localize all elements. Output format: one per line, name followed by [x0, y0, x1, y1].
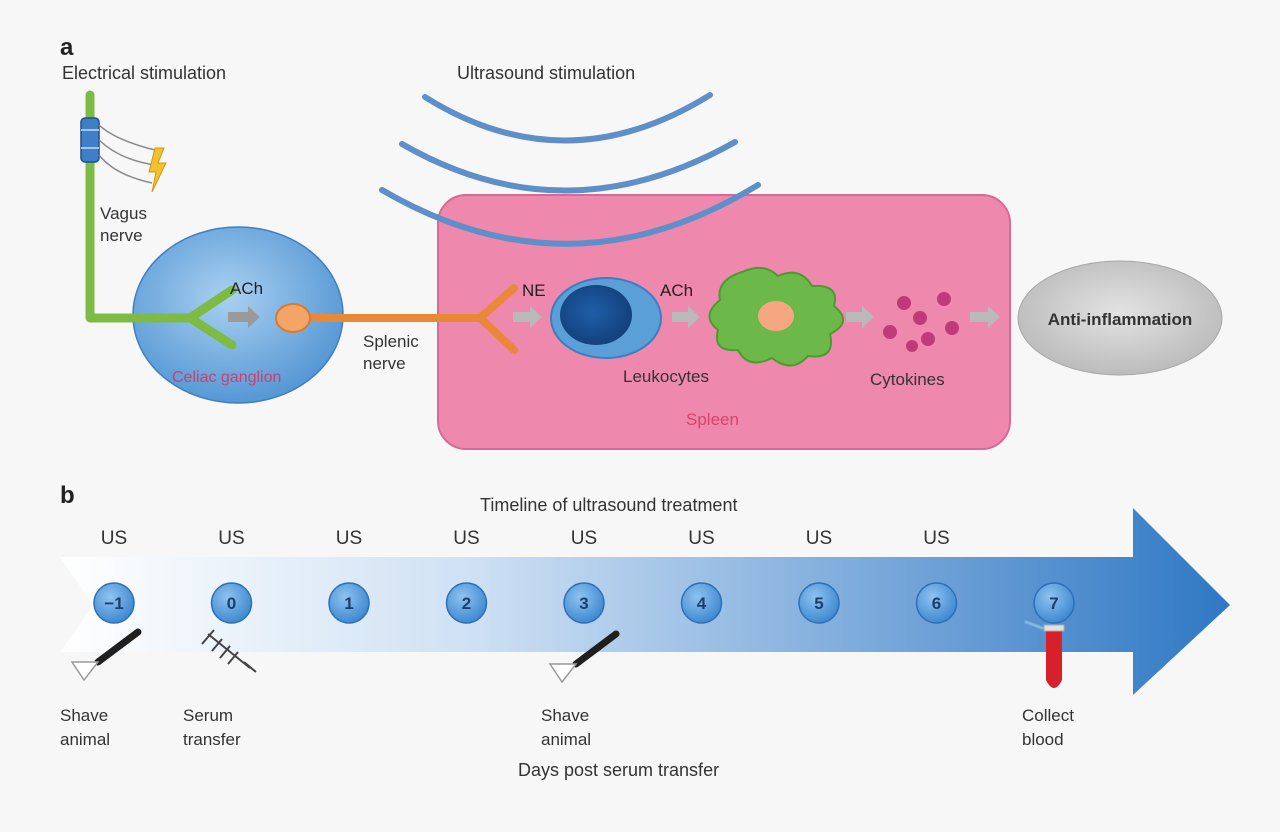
splenic-label-line2: nerve	[363, 354, 406, 373]
electrical-stimulation-label: Electrical stimulation	[62, 63, 226, 83]
panel-a-letter: a	[60, 34, 74, 61]
day-circles: −1 0 1 2 3 4 5 6 7	[93, 582, 1075, 624]
shave-animal-label-line1: Shave	[60, 706, 108, 725]
day-number: 7	[1049, 594, 1058, 613]
us-label: US	[688, 528, 714, 549]
collect-blood-label-line1: Collect	[1022, 706, 1074, 725]
spleen-label: Spleen	[686, 410, 739, 429]
ne-label: NE	[522, 281, 546, 300]
anti-inflammation-label: Anti-inflammation	[1048, 310, 1193, 329]
shave-animal-2-label-line1: Shave	[541, 706, 589, 725]
ultrasound-wave-icon	[379, 92, 761, 247]
collect-blood-label-line2: blood	[1022, 730, 1064, 749]
day-number: 5	[814, 594, 823, 613]
day-number: 0	[227, 594, 236, 613]
us-label: US	[806, 528, 832, 549]
razor-icon	[548, 630, 620, 684]
electrode-wires	[98, 124, 156, 184]
day-circle	[915, 582, 958, 624]
day-number: 4	[697, 594, 707, 613]
arrow-icon	[513, 306, 542, 328]
neuron-body	[275, 303, 311, 333]
serum-transfer-label-line2: transfer	[183, 730, 241, 749]
leukocytes-label: Leukocytes	[623, 367, 709, 386]
day-circle	[328, 582, 370, 624]
electrode-icon	[80, 117, 100, 163]
us-label: US	[571, 528, 597, 549]
ultrasound-stimulation-label: Ultrasound stimulation	[457, 63, 635, 83]
axis-label: Days post serum transfer	[518, 760, 719, 780]
shave-animal-2-label-line2: animal	[541, 730, 591, 749]
serum-transfer-label-line1: Serum	[183, 706, 233, 725]
cytokines-dots	[883, 292, 959, 352]
day-number: 2	[462, 594, 471, 613]
splenic-label-line1: Splenic	[363, 332, 419, 351]
day-circle	[1033, 582, 1075, 624]
arrow-icon	[970, 306, 1000, 328]
day-circle	[798, 582, 840, 624]
day-circle	[93, 582, 135, 624]
cytokines-label: Cytokines	[870, 370, 945, 389]
timeline-title: Timeline of ultrasound treatment	[480, 495, 737, 515]
arrow-icon	[846, 306, 874, 328]
leukocyte-nucleus	[560, 285, 632, 345]
day-number: 3	[579, 594, 588, 613]
day-number: 6	[932, 594, 941, 613]
us-labels: US US US US US US US US	[101, 528, 950, 549]
lightning-bolt-icon	[148, 147, 167, 193]
anti-inflammation-ellipse	[1017, 260, 1223, 376]
timeline-arrow	[60, 508, 1230, 695]
syringe-icon	[201, 629, 257, 673]
vagus-nerve	[85, 90, 237, 350]
day-number: 1	[344, 594, 353, 613]
vagus-label-line2: nerve	[100, 226, 143, 245]
razor-icon	[70, 628, 142, 682]
day-circle	[680, 582, 723, 624]
day-circle	[210, 582, 253, 624]
us-label: US	[923, 528, 949, 549]
panel-b-letter: b	[60, 482, 75, 509]
shave-animal-label-line2: animal	[60, 730, 110, 749]
splenic-nerve	[296, 284, 518, 354]
vagus-label-line1: Vagus	[100, 204, 147, 223]
arrow-icon	[228, 306, 260, 328]
blood-tube-icon	[1024, 620, 1065, 688]
ach-spleen-label: ACh	[660, 281, 693, 300]
celiac-ganglion-label: Celiac ganglion	[172, 369, 281, 386]
us-label: US	[218, 528, 244, 549]
us-label: US	[453, 528, 479, 549]
arrow-icon	[672, 306, 700, 328]
macrophage-nucleus	[758, 301, 794, 331]
day-circle	[445, 582, 488, 624]
us-label: US	[101, 528, 127, 549]
ach-ganglion-label: ACh	[230, 279, 263, 298]
us-label: US	[336, 528, 362, 549]
day-circle	[563, 582, 605, 624]
day-number: −1	[104, 594, 123, 613]
